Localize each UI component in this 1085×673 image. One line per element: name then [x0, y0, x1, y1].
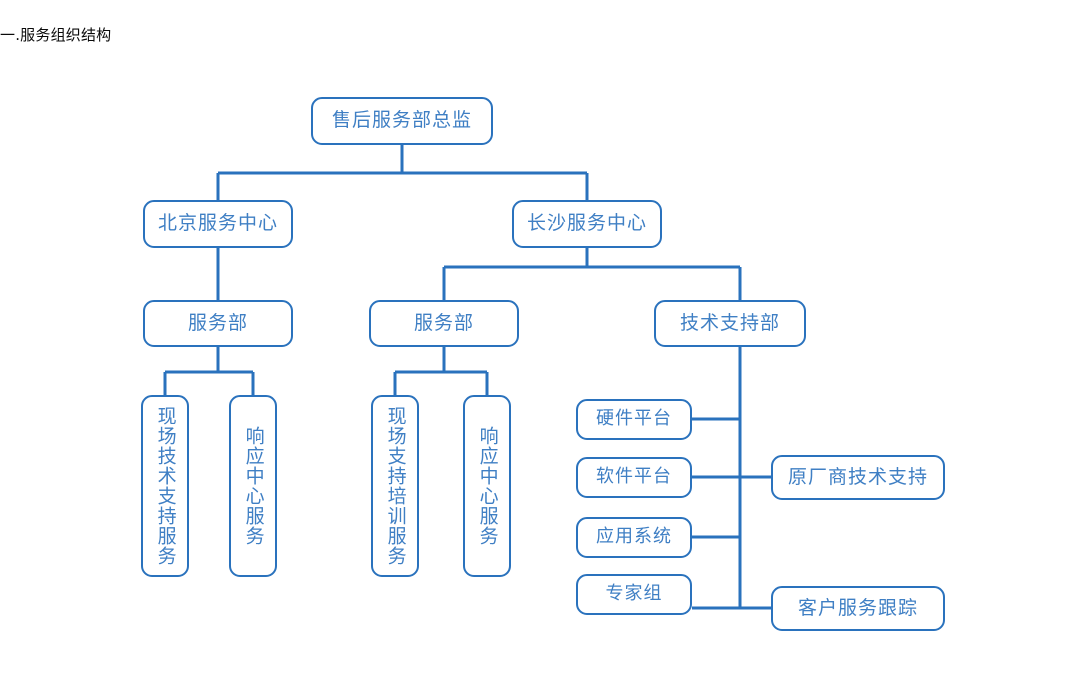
- node-hardware-platform[interactable]: 硬件平台: [576, 399, 692, 440]
- node-changsha-center-label: 长沙服务中心: [526, 212, 647, 235]
- node-bj-onsite-tech-support[interactable]: 现场技术支持服务: [141, 395, 189, 577]
- node-changsha-center[interactable]: 长沙服务中心: [512, 200, 662, 248]
- node-vendor-tech-support-label: 原厂商技术支持: [787, 465, 928, 488]
- node-cs-response-center-service[interactable]: 响应中心服务: [463, 395, 511, 577]
- node-cs-onsite-training-service-label: 现场支持培训服务: [384, 406, 407, 566]
- node-application-system[interactable]: 应用系统: [576, 517, 692, 558]
- page-title: 一.服务组织结构: [0, 26, 112, 44]
- node-bj-response-center-service[interactable]: 响应中心服务: [229, 395, 277, 577]
- node-software-platform-label: 软件平台: [596, 466, 672, 488]
- node-tech-support-dept[interactable]: 技术支持部: [654, 300, 806, 347]
- node-root[interactable]: 售后服务部总监: [311, 97, 493, 145]
- node-application-system-label: 应用系统: [596, 526, 672, 548]
- node-bj-onsite-tech-support-label: 现场技术支持服务: [154, 406, 177, 566]
- node-beijing-service-dept-label: 服务部: [187, 311, 248, 334]
- node-beijing-center-label: 北京服务中心: [157, 212, 278, 235]
- node-beijing-center[interactable]: 北京服务中心: [143, 200, 293, 248]
- node-cs-response-center-service-label: 响应中心服务: [476, 426, 499, 546]
- node-customer-service-tracking[interactable]: 客户服务跟踪: [771, 586, 945, 631]
- node-beijing-service-dept[interactable]: 服务部: [143, 300, 293, 347]
- node-expert-group-label: 专家组: [605, 583, 663, 605]
- node-software-platform[interactable]: 软件平台: [576, 457, 692, 498]
- node-vendor-tech-support[interactable]: 原厂商技术支持: [771, 455, 945, 500]
- node-customer-service-tracking-label: 客户服务跟踪: [797, 596, 918, 619]
- node-hardware-platform-label: 硬件平台: [596, 408, 672, 430]
- node-cs-onsite-training-service[interactable]: 现场支持培训服务: [371, 395, 419, 577]
- node-changsha-service-dept-label: 服务部: [413, 311, 474, 334]
- node-bj-response-center-service-label: 响应中心服务: [242, 426, 265, 546]
- node-tech-support-dept-label: 技术支持部: [679, 311, 780, 334]
- node-root-label: 售后服务部总监: [331, 109, 472, 132]
- node-changsha-service-dept[interactable]: 服务部: [369, 300, 519, 347]
- node-expert-group[interactable]: 专家组: [576, 574, 692, 615]
